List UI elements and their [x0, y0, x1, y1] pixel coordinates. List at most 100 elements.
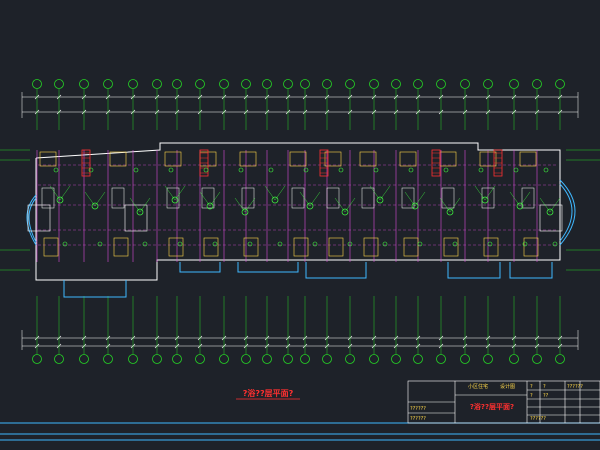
switch-symbol — [168, 167, 174, 173]
outlet-symbol — [212, 241, 218, 247]
room-block — [124, 204, 148, 232]
outlet-symbol — [487, 241, 493, 247]
switch-symbol — [303, 167, 309, 173]
switch-symbol — [373, 167, 379, 173]
wiring-line — [474, 185, 486, 201]
title-block-cell-e: ?? — [543, 393, 549, 399]
switch-symbol — [203, 167, 209, 173]
axis-bubble-bottom — [54, 354, 64, 364]
light-fixture-symbol — [171, 196, 179, 204]
axis-bubble-bottom — [172, 354, 182, 364]
wardrobe-block — [441, 187, 455, 209]
scale-note-1: ?????? — [410, 406, 426, 412]
wiring-line — [344, 197, 356, 213]
light-fixture-symbol — [341, 208, 349, 216]
wiring-line — [539, 197, 551, 213]
wardrobe-block — [111, 187, 125, 209]
bay-windows — [26, 179, 576, 246]
wardrobe-block — [361, 187, 375, 209]
axis-bubble-top — [322, 79, 332, 89]
axis-bubble-bottom — [322, 354, 332, 364]
wiring-line — [274, 185, 286, 201]
top-axis-bubbles — [32, 79, 565, 89]
outlet-symbol — [452, 241, 458, 247]
fixture-block — [479, 151, 497, 167]
stairwells — [81, 149, 503, 177]
axis-bubble-top — [483, 79, 493, 89]
switch-symbol — [88, 167, 94, 173]
axis-bubble-bottom — [195, 354, 205, 364]
wiring-line — [174, 185, 186, 201]
fixture-block — [483, 237, 499, 257]
title-block-cell-b: ? — [543, 384, 546, 390]
title-block-type: 设计图 — [500, 383, 515, 390]
wardrobe-block — [326, 187, 340, 209]
wiring-line — [59, 185, 71, 201]
wiring-line — [439, 197, 451, 213]
outlet-symbol — [247, 241, 253, 247]
axis-bubble-top — [103, 79, 113, 89]
axis-bubble-bottom — [128, 354, 138, 364]
switch-symbol — [53, 167, 59, 173]
switch-symbol — [268, 167, 274, 173]
light-fixture-symbol — [376, 196, 384, 204]
outlet-symbol — [277, 241, 283, 247]
light-fixture-symbol — [241, 208, 249, 216]
title-block-cell-d: ? — [530, 393, 533, 399]
fixture-block — [523, 237, 539, 257]
wiring-line — [199, 191, 211, 207]
axis-bubble-top — [195, 79, 205, 89]
wiring-line — [449, 197, 461, 213]
fixture-block — [399, 151, 417, 167]
switch-symbol — [543, 167, 549, 173]
fixture-block — [203, 237, 219, 257]
axis-bubble-bottom — [300, 354, 310, 364]
fixture-block — [293, 237, 309, 257]
axis-bubble-bottom — [219, 354, 229, 364]
light-fixture-symbol — [56, 196, 64, 204]
fixture-block — [359, 151, 377, 167]
fixtures — [27, 151, 563, 257]
axis-bubble-bottom — [509, 354, 519, 364]
fixture-block — [168, 237, 184, 257]
axis-grid-lines — [0, 89, 600, 354]
wardrobe-block — [401, 187, 415, 209]
axis-bubble-top — [54, 79, 64, 89]
light-fixture-symbol — [446, 208, 454, 216]
switch-symbol — [408, 167, 414, 173]
fixture-block — [324, 151, 342, 167]
axis-bubble-bottom — [79, 354, 89, 364]
axis-bubble-top — [436, 79, 446, 89]
electrical-symbols — [49, 167, 561, 247]
axis-bubble-top — [460, 79, 470, 89]
light-fixture-symbol — [136, 208, 144, 216]
scale-note-2: ?????? — [410, 416, 426, 422]
title-block-cell-f: ?????? — [530, 416, 546, 422]
outlet-symbol — [382, 241, 388, 247]
title-block-project: 小区住宅 — [468, 383, 488, 390]
wiring-line — [49, 185, 61, 201]
wardrobe-block — [521, 187, 535, 209]
light-fixture-symbol — [546, 208, 554, 216]
outlet-symbol — [417, 241, 423, 247]
axis-bubble-bottom — [436, 354, 446, 364]
wiring-line — [484, 185, 496, 201]
light-fixture-symbol — [206, 202, 214, 210]
wiring-line — [414, 191, 426, 207]
wiring-line — [334, 197, 346, 213]
axis-bubble-bottom — [532, 354, 542, 364]
axis-bubble-top — [369, 79, 379, 89]
outlet-symbol — [142, 241, 148, 247]
outlet-symbol — [312, 241, 318, 247]
axis-bubble-bottom — [345, 354, 355, 364]
axis-bubble-top — [262, 79, 272, 89]
axis-bubble-bottom — [241, 354, 251, 364]
axis-bubble-top — [241, 79, 251, 89]
title-block-text: ?????? ?????? 小区住宅 设计图 ? ? ?????? ? ?? ?… — [410, 383, 583, 422]
drawing-title: ?浴??层平面? — [243, 388, 294, 398]
wiring-line — [369, 185, 381, 201]
wiring-line — [234, 197, 246, 213]
outlet-symbol — [97, 241, 103, 247]
switch-symbol — [443, 167, 449, 173]
wiring-line — [94, 191, 106, 207]
